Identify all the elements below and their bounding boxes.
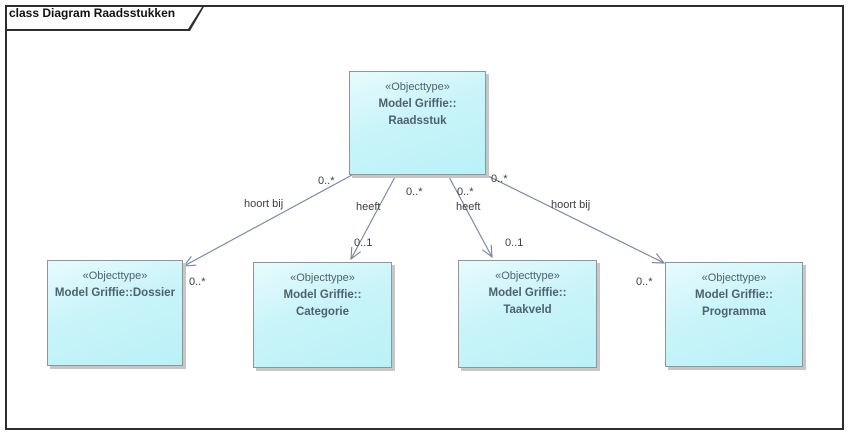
node-name: Taakveld: [503, 304, 552, 316]
node-name: Categorie: [295, 306, 350, 318]
edge-raadsstuk-categorie[interactable]: [351, 174, 397, 259]
diagram-title: class Diagram Raadsstukken: [9, 6, 176, 20]
edge-source-multiplicity: 0..*: [491, 173, 508, 185]
diagram-title-tab: [5, 5, 205, 31]
node-stereotype: «Objecttype»: [701, 272, 767, 284]
edge-role-label: heeft: [456, 201, 481, 213]
edge-role-label: hoort bij: [244, 198, 284, 210]
node-stereotype: «Objecttype»: [495, 270, 560, 282]
edge-source-multiplicity: 0..*: [406, 186, 423, 198]
edge-target-multiplicity: 0..1: [505, 237, 524, 249]
edge-raadsstuk-taakveld[interactable]: [447, 174, 492, 257]
node-name: Model Griffie::Dossier: [54, 287, 176, 299]
node-name: Programma: [702, 306, 766, 318]
diagram-title-tab-face: [7, 7, 202, 29]
node-name: Raadsstuk: [388, 115, 447, 127]
class-node-taakveld[interactable]: «Objecttype» Model Griffie:: Taakveld: [458, 260, 597, 368]
edge-role-label: hoort bij: [551, 199, 591, 211]
edge-target-multiplicity: 0..*: [189, 276, 206, 288]
edge-raadsstuk-dossier[interactable]: [184, 174, 353, 266]
edge-source-multiplicity: 0..*: [318, 175, 335, 187]
diagram-frame: [5, 5, 844, 430]
node-name: Model Griffie::: [488, 287, 567, 299]
edge-source-multiplicity: 0..*: [457, 186, 474, 198]
node-name: Model Griffie::: [283, 289, 362, 301]
node-stereotype: «Objecttype»: [385, 81, 450, 93]
edge-target-multiplicity: 0..1: [354, 237, 373, 249]
node-stereotype: «Objecttype»: [290, 272, 355, 284]
class-node-raadsstuk[interactable]: «Objecttype» Model Griffie:: Raadsstuk: [349, 71, 486, 175]
node-stereotype: «Objecttype»: [82, 270, 148, 282]
edge-role-label: heeft: [356, 201, 381, 213]
node-name: Model Griffie::: [378, 98, 457, 110]
edge-raadsstuk-programma[interactable]: [485, 174, 664, 263]
class-node-dossier[interactable]: «Objecttype» Model Griffie::Dossier: [47, 260, 183, 366]
class-node-programma[interactable]: «Objecttype» Model Griffie:: Programma: [665, 262, 803, 367]
node-name: Model Griffie::: [695, 289, 773, 301]
class-node-categorie[interactable]: «Objecttype» Model Griffie:: Categorie: [253, 262, 392, 368]
edge-target-multiplicity: 0..*: [636, 276, 653, 288]
